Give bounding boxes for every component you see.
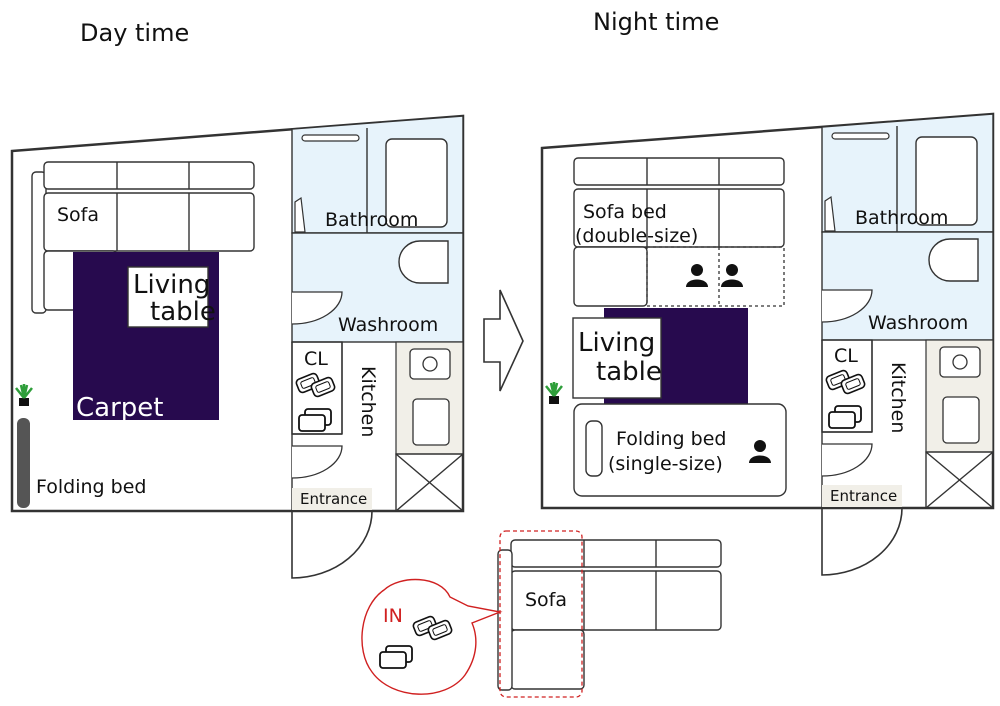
day-folding-bed-label: Folding bed bbox=[36, 476, 146, 498]
day-kitchen-label: Kitchen bbox=[357, 366, 379, 437]
night-living-table bbox=[572, 317, 662, 399]
door-swing-icon bbox=[821, 443, 873, 477]
night-closet-label: CL bbox=[834, 345, 858, 367]
day-plan: Bathroom Washroom CL Kitchen Entrance bbox=[10, 114, 465, 579]
night-entrance-label: Entrance bbox=[830, 487, 897, 505]
day-entrance-label: Entrance bbox=[300, 490, 367, 508]
door-swing-icon bbox=[291, 445, 343, 479]
futon-icon bbox=[298, 408, 332, 432]
night-folding-bed-label-1: Folding bed bbox=[616, 428, 726, 450]
pillow-icon bbox=[294, 371, 337, 399]
day-living-table-label-2: table bbox=[150, 297, 216, 327]
day-living-table-label-1: Living bbox=[133, 270, 210, 300]
night-washroom-label: Washroom bbox=[868, 312, 968, 334]
night-living-table-label-1: Living bbox=[578, 328, 655, 358]
night-living-table-label-2: table bbox=[596, 357, 662, 387]
sink-icon bbox=[412, 398, 450, 446]
day-washroom: Washroom bbox=[291, 232, 464, 343]
futon-icon bbox=[828, 405, 862, 429]
night-folding-bed: Folding bed (single-size) bbox=[573, 403, 787, 497]
storage-sofa-label: Sofa bbox=[525, 589, 567, 611]
day-living-table bbox=[127, 266, 209, 328]
door-swing-icon bbox=[294, 196, 306, 233]
day-fridge bbox=[395, 453, 464, 512]
day-time-title: Day time bbox=[80, 19, 189, 47]
night-sofa-bed-label-2: (double-size) bbox=[575, 225, 698, 247]
door-swing-icon bbox=[824, 195, 836, 232]
night-sofa-bed: Sofa bed (double-size) bbox=[573, 157, 785, 307]
plant-icon bbox=[544, 380, 564, 406]
shelf-icon bbox=[301, 134, 360, 142]
sofa-storage-highlight bbox=[499, 530, 583, 698]
folded-bed-icon bbox=[17, 418, 30, 508]
person-icon bbox=[686, 264, 708, 287]
storage-detail: Sofa IN bbox=[361, 530, 722, 698]
day-washroom-label: Washroom bbox=[338, 314, 438, 336]
day-bathroom: Bathroom bbox=[291, 115, 464, 234]
day-bathroom-label: Bathroom bbox=[325, 209, 418, 231]
in-label: IN bbox=[383, 605, 403, 627]
day-sofa-label: Sofa bbox=[57, 204, 99, 226]
day-carpet-label: Carpet bbox=[76, 393, 163, 423]
door-swing-icon bbox=[821, 289, 873, 323]
plant-icon bbox=[14, 382, 34, 408]
toilet-icon bbox=[928, 238, 979, 282]
door-swing-icon bbox=[291, 291, 343, 325]
arrow-right-icon bbox=[483, 289, 524, 392]
night-sofa-bed-label-1: Sofa bed bbox=[583, 201, 667, 223]
sink-icon bbox=[942, 396, 980, 444]
entrance-door-icon bbox=[291, 510, 373, 579]
entrance-door-icon bbox=[821, 507, 903, 576]
day-closet-label: CL bbox=[304, 348, 328, 370]
night-plan: Bathroom Washroom CL Kitchen Entrance bbox=[540, 112, 995, 576]
night-kitchen-label: Kitchen bbox=[887, 362, 909, 433]
night-bathroom-label: Bathroom bbox=[855, 207, 948, 229]
bathtub-icon bbox=[915, 136, 978, 226]
stove-icon bbox=[939, 346, 981, 378]
pillow-icon bbox=[824, 368, 867, 396]
person-icon bbox=[721, 264, 743, 287]
bathtub-icon bbox=[385, 138, 448, 228]
night-time-title: Night time bbox=[593, 8, 719, 36]
stove-icon bbox=[409, 348, 451, 380]
shelf-icon bbox=[831, 132, 890, 140]
night-folding-bed-label-2: (single-size) bbox=[608, 453, 723, 475]
night-fridge bbox=[925, 451, 994, 509]
toilet-icon bbox=[398, 240, 449, 284]
